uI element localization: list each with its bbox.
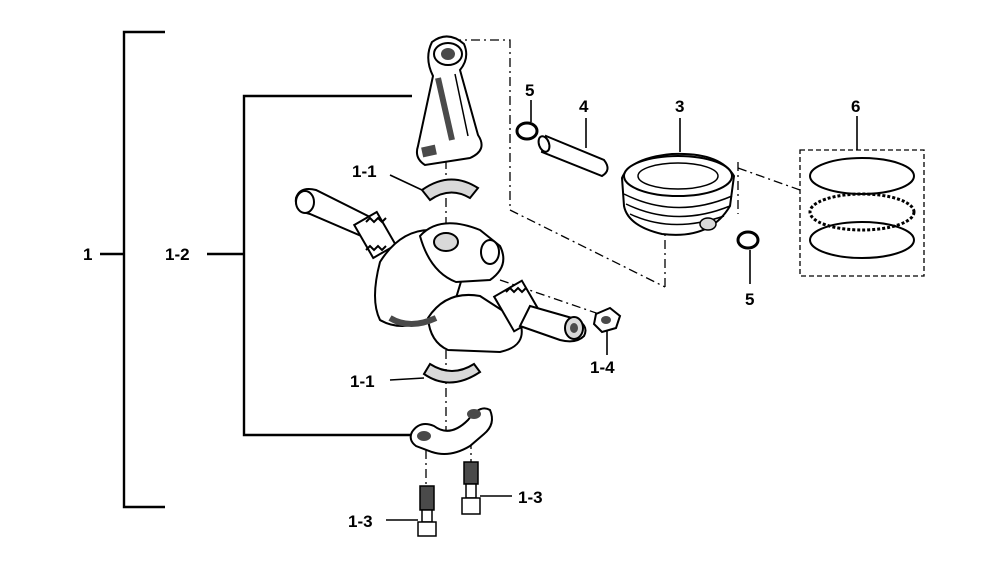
bolt-left bbox=[386, 485, 437, 537]
piston-rings-set bbox=[799, 116, 925, 277]
label-piston-pin: 4 bbox=[579, 97, 589, 116]
circlip-top bbox=[515, 100, 539, 141]
label-circlip-bottom: 5 bbox=[745, 290, 754, 309]
connecting-rod-cap bbox=[409, 407, 493, 455]
label-nut: 1-4 bbox=[590, 358, 615, 377]
label-bearing-upper: 1-1 bbox=[352, 162, 377, 181]
assembly-bracket bbox=[100, 30, 165, 509]
label-piston-rings: 6 bbox=[851, 97, 860, 116]
label-crankshaft-assembly: 1-2 bbox=[165, 245, 190, 264]
label-assembly: 1 bbox=[83, 245, 92, 264]
lower-bearing-shell bbox=[389, 362, 482, 384]
piston-pin bbox=[537, 118, 609, 178]
connecting-rod bbox=[415, 35, 483, 167]
label-bearing-lower: 1-1 bbox=[350, 372, 375, 391]
bolt-right bbox=[461, 461, 512, 515]
label-piston: 3 bbox=[675, 97, 684, 116]
crankshaft-assembly-bracket bbox=[207, 94, 412, 437]
upper-bearing-shell bbox=[389, 174, 480, 202]
label-bolt-right: 1-3 bbox=[518, 488, 543, 507]
crankshaft bbox=[294, 188, 587, 354]
label-bolt-left: 1-3 bbox=[348, 512, 373, 531]
label-circlip-top: 5 bbox=[525, 81, 534, 100]
circlip-bottom bbox=[736, 230, 760, 284]
nut bbox=[592, 306, 622, 355]
piston bbox=[620, 118, 736, 236]
